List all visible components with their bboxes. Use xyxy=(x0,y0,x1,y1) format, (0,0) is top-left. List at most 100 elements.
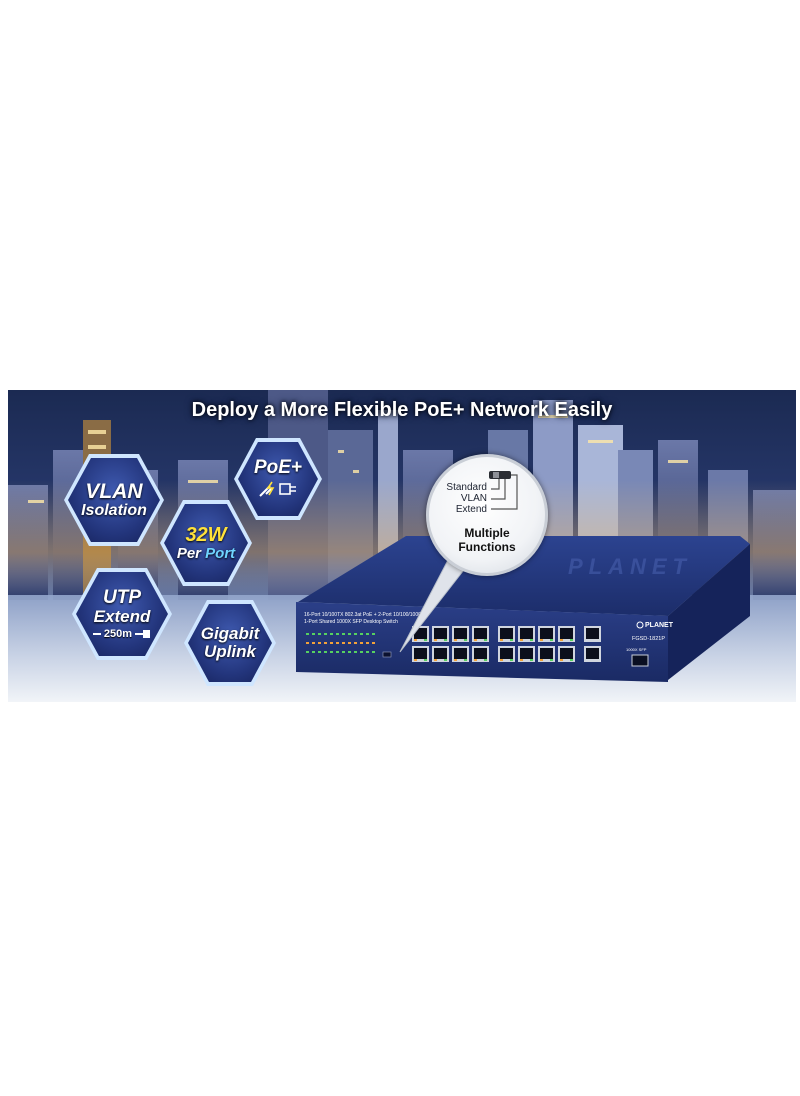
status-led xyxy=(348,651,351,653)
callout-option-vlan: VLAN xyxy=(460,493,487,504)
status-led xyxy=(342,651,345,653)
ethernet-port xyxy=(500,628,513,639)
port-led xyxy=(484,659,487,661)
port-led xyxy=(424,639,427,641)
status-led xyxy=(354,642,357,644)
status-led xyxy=(354,651,357,653)
callout-heading-1: Multiple xyxy=(464,526,510,540)
port-led xyxy=(414,659,417,661)
port-led xyxy=(414,639,417,641)
status-led xyxy=(312,651,315,653)
feature-line2: Extend xyxy=(93,606,151,626)
status-led xyxy=(324,633,327,635)
port-led xyxy=(560,659,563,661)
ethernet-port xyxy=(500,648,513,659)
port-led xyxy=(484,639,487,641)
ethernet-port xyxy=(414,628,427,639)
port-led xyxy=(474,639,477,641)
ethernet-port xyxy=(414,648,427,659)
feature-distance: 250m xyxy=(92,628,151,641)
uplink-port xyxy=(586,628,599,639)
status-led xyxy=(360,651,363,653)
switch-side-panel xyxy=(668,544,750,680)
status-led xyxy=(342,633,345,635)
ethernet-port xyxy=(454,648,467,659)
feature-line1: UTP xyxy=(103,586,141,608)
port-led xyxy=(540,639,543,641)
feature-line1: Gigabit xyxy=(200,624,260,644)
mode-switch xyxy=(382,651,392,658)
port-led xyxy=(540,659,543,661)
status-led xyxy=(330,633,333,635)
port-led xyxy=(530,639,533,641)
product-banner: Deploy a More Flexible PoE+ Network Easi… xyxy=(8,390,796,702)
feature-line2: Uplink xyxy=(204,642,256,661)
mode-selector-icon xyxy=(489,471,518,510)
port-led xyxy=(464,639,467,641)
feature-line1: PoE+ xyxy=(253,457,303,479)
status-led xyxy=(342,642,345,644)
status-led xyxy=(366,633,369,635)
device-description-2: 1-Port Shared 1000X SFP Desktop Switch xyxy=(304,619,398,625)
port-led xyxy=(464,659,467,661)
uplink-port xyxy=(586,648,599,659)
feature-line2-port: Port xyxy=(205,544,236,562)
ethernet-port xyxy=(434,628,447,639)
port-led xyxy=(424,659,427,661)
callout-option-standard: Standard xyxy=(446,482,487,493)
ethernet-port xyxy=(560,648,573,659)
status-led xyxy=(348,642,351,644)
network-switch: PLANET 16-Port 10/100TX 802.3at PoE + 2-… xyxy=(296,536,750,682)
port-led xyxy=(510,659,513,661)
distance-value: 250m xyxy=(103,628,133,641)
status-led xyxy=(330,642,333,644)
device-model: FGSD-1821P xyxy=(632,636,665,642)
port-led xyxy=(550,659,553,661)
port-led xyxy=(474,659,477,661)
cable-icon xyxy=(135,630,151,639)
callout-option-extend: Extend xyxy=(455,504,487,515)
port-led xyxy=(500,659,503,661)
ethernet-port xyxy=(520,648,533,659)
status-led xyxy=(330,651,333,653)
port-led xyxy=(510,639,513,641)
ethernet-port xyxy=(540,628,553,639)
status-led xyxy=(306,642,309,644)
status-led xyxy=(360,633,363,635)
city-lights xyxy=(28,415,688,503)
status-led xyxy=(312,633,315,635)
status-led xyxy=(348,633,351,635)
ethernet-port xyxy=(520,628,533,639)
port-led xyxy=(520,659,523,661)
device-description-1: 16-Port 10/100TX 802.3at PoE + 2-Port 10… xyxy=(304,612,424,618)
port-led xyxy=(434,659,437,661)
port-led xyxy=(434,639,437,641)
status-led xyxy=(354,633,357,635)
sfp-port xyxy=(631,654,649,667)
status-led xyxy=(318,633,321,635)
poe-plug-icon xyxy=(259,481,296,497)
port-led xyxy=(570,659,573,661)
port-led xyxy=(560,639,563,641)
status-led xyxy=(312,642,315,644)
status-led xyxy=(366,642,369,644)
device-brand: PLANET xyxy=(645,622,674,629)
status-led xyxy=(372,651,375,653)
planet-logo-icon xyxy=(636,621,644,629)
status-led xyxy=(306,633,309,635)
ethernet-port xyxy=(474,628,487,639)
switch-top-panel xyxy=(298,536,750,616)
callout-heading-2: Functions xyxy=(458,540,516,554)
status-led xyxy=(318,651,321,653)
feature-line1: VLAN xyxy=(85,479,143,503)
feature-line2: Isolation xyxy=(81,501,147,519)
ethernet-port xyxy=(434,648,447,659)
ethernet-ports xyxy=(412,626,601,662)
sfp-label: 1000X SFP xyxy=(626,647,647,652)
status-led xyxy=(336,651,339,653)
status-led xyxy=(360,642,363,644)
status-led xyxy=(366,651,369,653)
status-led xyxy=(318,642,321,644)
status-led xyxy=(324,651,327,653)
ethernet-port xyxy=(474,648,487,659)
